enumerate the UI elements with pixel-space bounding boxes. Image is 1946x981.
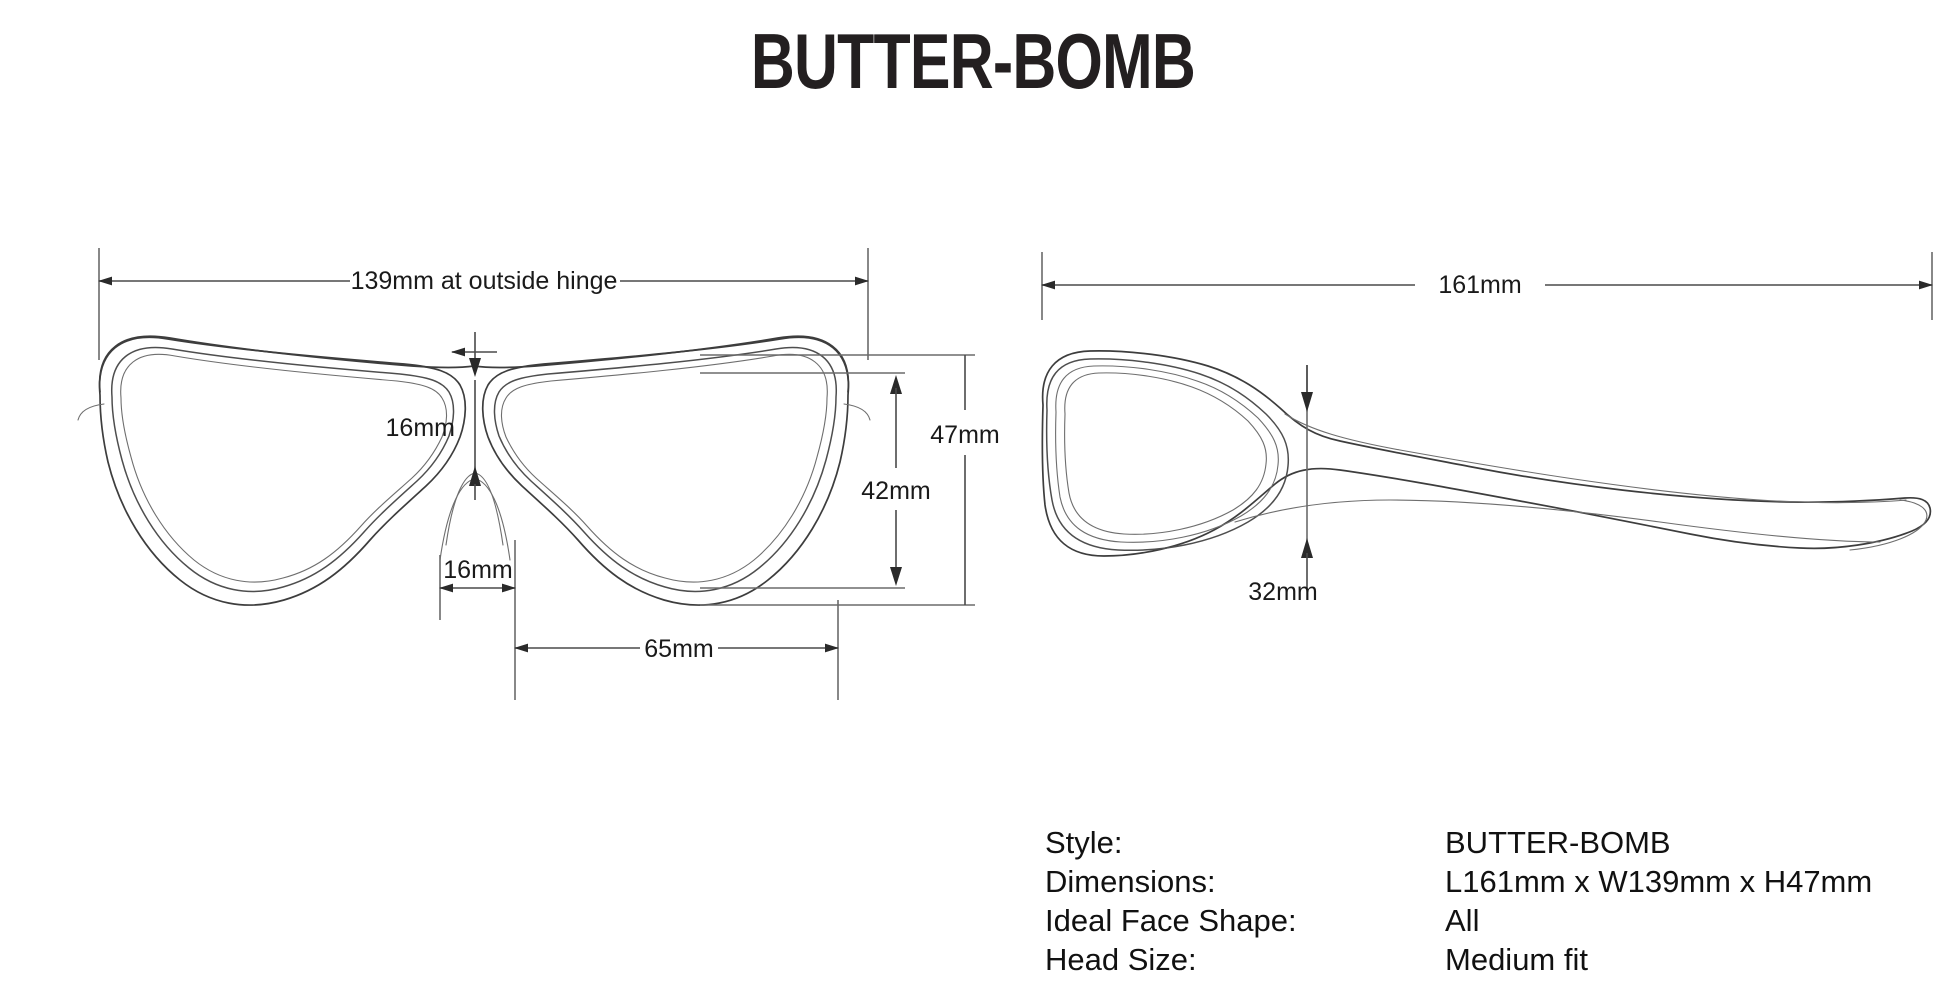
dim-label-lens-height-inner: 42mm [861, 477, 930, 505]
dim-bridge-width-16: 16mm [439, 540, 516, 700]
dim-lens-height-42: 42mm [700, 372, 931, 589]
side-outer-profile [1041, 350, 1932, 557]
temple-lower-edge [1234, 499, 1881, 543]
side-view-group: 161mm 32mm [1041, 252, 1933, 606]
front-right-hinge [843, 403, 871, 421]
spec-row-value-3: Medium fit [1445, 942, 1588, 977]
page-title: BUTTER-BOMB [751, 18, 1195, 105]
dim-label-lens-width: 65mm [644, 635, 713, 663]
dim-label-overall-width: 139mm at outside hinge [351, 267, 618, 295]
temple-tip [1849, 499, 1928, 551]
spec-row-key-2: Ideal Face Shape: [1045, 903, 1297, 938]
dim-bridge-height-16: 16mm [386, 332, 497, 500]
dim-label-frame-depth: 32mm [1248, 578, 1317, 606]
dim-label-overall-length: 161mm [1438, 271, 1521, 299]
spec-row-key-3: Head Size: [1045, 942, 1197, 977]
spec-row-value-1: L161mm x W139mm x H47mm [1445, 864, 1872, 899]
spec-table: Style: BUTTER-BOMB Dimensions: L161mm x … [1045, 825, 1872, 977]
dim-label-lens-height-outer: 47mm [930, 421, 999, 449]
dim-lens-height-47: 47mm [700, 354, 1000, 606]
dim-frame-depth-32: 32mm [1248, 365, 1318, 606]
dim-overall-length-161: 161mm [1041, 252, 1933, 320]
front-left-hinge [77, 403, 105, 421]
spec-row-value-2: All [1445, 903, 1479, 938]
dim-lens-width-65: 65mm [514, 600, 839, 700]
spec-row-value-0: BUTTER-BOMB [1445, 825, 1671, 860]
dim-label-bridge-width: 16mm [443, 556, 512, 584]
side-lens-outline-hair2 [1064, 372, 1267, 535]
temple-upper-edge [1284, 413, 1907, 504]
dim-overall-width-139: 139mm at outside hinge [98, 248, 869, 360]
spec-row-key-1: Dimensions: [1045, 864, 1216, 899]
dim-label-bridge-height: 16mm [386, 414, 455, 442]
side-lens-outline [1045, 358, 1290, 552]
front-view-group: 139mm at outside hinge 16mm 47mm [77, 248, 1000, 700]
spec-row-key-0: Style: [1045, 825, 1123, 860]
side-lens-outline-hair [1055, 365, 1279, 543]
